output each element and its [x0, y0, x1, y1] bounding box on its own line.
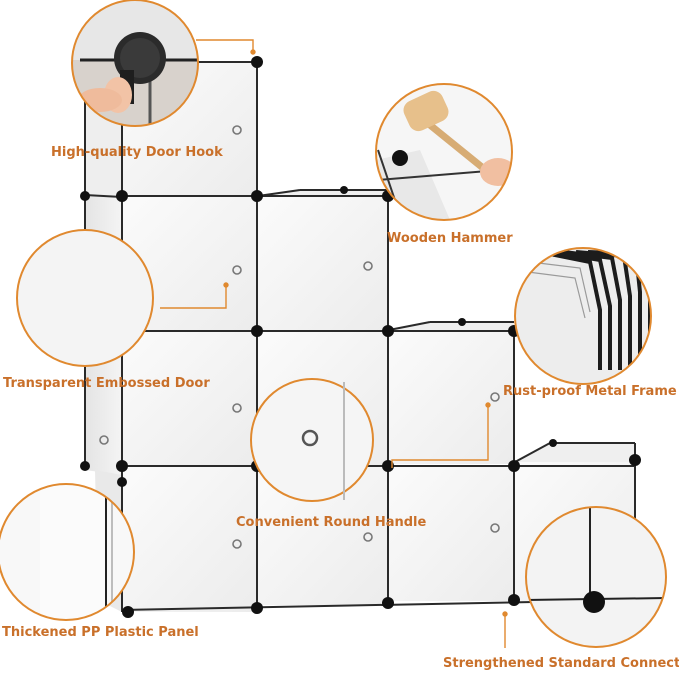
transparent-door-detail: [16, 229, 154, 367]
label-plastic-panel: Thickened PP Plastic Panel: [2, 625, 199, 640]
label-transparent-door: Transparent Embossed Door: [3, 376, 210, 391]
label-door-hook: High-quality Door Hook: [51, 145, 223, 160]
plastic-panel-detail: [0, 483, 135, 621]
round-handle-detail: [250, 378, 374, 502]
label-connector: Strengthened Standard Connector: [443, 656, 679, 671]
metal-frame-detail: [514, 247, 652, 385]
wooden-hammer-detail: [375, 83, 513, 221]
callout-lines: [160, 39, 508, 648]
label-wooden-hammer: Wooden Hammer: [387, 231, 513, 246]
door-hook-detail: [71, 0, 199, 127]
label-metal-frame: Rust-proof Metal Frame: [503, 384, 677, 399]
connector-detail: [525, 506, 667, 648]
label-round-handle: Convenient Round Handle: [236, 515, 427, 530]
